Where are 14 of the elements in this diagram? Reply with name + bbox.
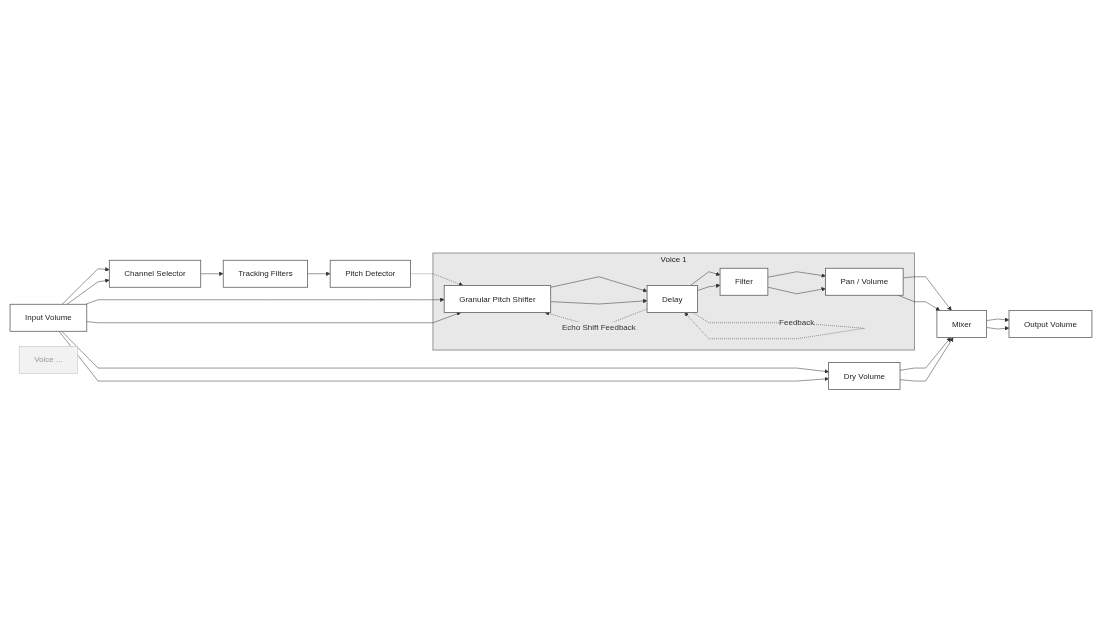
- node-box: Dry Volume: [827, 362, 900, 391]
- edge-label: Echo Shift Feedback: [561, 323, 636, 332]
- node-box: Voice ...: [18, 346, 78, 374]
- node-box: Granular Pitch Shifter: [443, 285, 551, 314]
- edge-label: Feedback: [778, 318, 814, 327]
- node-box: Delay: [646, 285, 698, 314]
- node-box: Pan / Volume: [824, 268, 903, 296]
- node-box: Mixer: [936, 310, 987, 339]
- node-box: Channel Selector: [108, 260, 201, 288]
- node-box: Output Volume: [1008, 310, 1092, 339]
- node-box: Filter: [719, 268, 768, 296]
- node-box: Pitch Detector: [329, 260, 411, 288]
- node-box: Tracking Filters: [222, 260, 308, 288]
- node-box: Input Volume: [9, 304, 87, 332]
